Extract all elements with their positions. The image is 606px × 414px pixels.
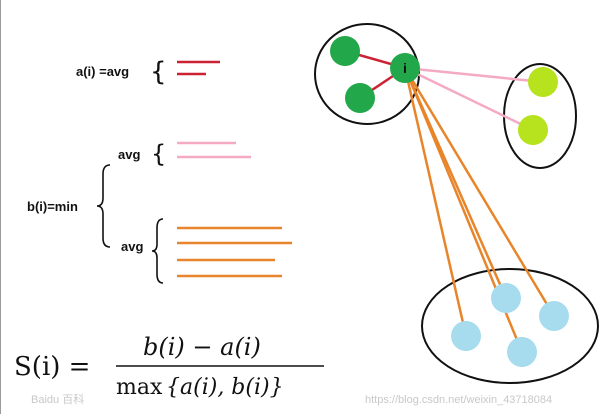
edge-near-1 xyxy=(404,66,544,84)
a-brace: { xyxy=(150,57,167,87)
avg-label-1: avg xyxy=(118,147,140,162)
formula-denominator: {a(i), b(i)} xyxy=(166,375,284,400)
node-near-cluster-1 xyxy=(528,67,558,97)
focus-node-label: i xyxy=(403,60,407,76)
node-far-cluster-1 xyxy=(491,283,521,313)
avg-brace-1: { xyxy=(151,140,166,168)
edge-near-2 xyxy=(404,66,534,132)
node-own-cluster-1 xyxy=(330,36,360,66)
formula-max: max xyxy=(116,375,163,400)
cluster-boundary-c xyxy=(421,268,599,384)
edge-far-4 xyxy=(403,67,556,317)
edge-far-1 xyxy=(403,67,468,337)
node-near-cluster-2 xyxy=(518,115,548,145)
watermark-right: https://blog.csdn.net/weixin_43718084 xyxy=(365,394,552,406)
node-far-cluster-4 xyxy=(507,337,537,367)
node-focus-i xyxy=(390,53,420,83)
b-label: b(i)=min xyxy=(27,199,78,214)
a-label: a(i) =avg xyxy=(76,64,129,79)
b-brace xyxy=(96,164,111,248)
node-own-cluster-2 xyxy=(345,83,375,113)
formula-numerator: b(i) − a(i) xyxy=(143,333,261,361)
node-far-cluster-2 xyxy=(451,321,481,351)
formula-lhs: S(i) = xyxy=(14,352,90,382)
avg-brace-2 xyxy=(151,218,164,284)
node-far-cluster-3 xyxy=(539,301,569,331)
left-edge-rule xyxy=(0,0,1,414)
watermark-left: Baidu 百科 xyxy=(31,392,84,406)
avg-label-2: avg xyxy=(121,239,143,254)
